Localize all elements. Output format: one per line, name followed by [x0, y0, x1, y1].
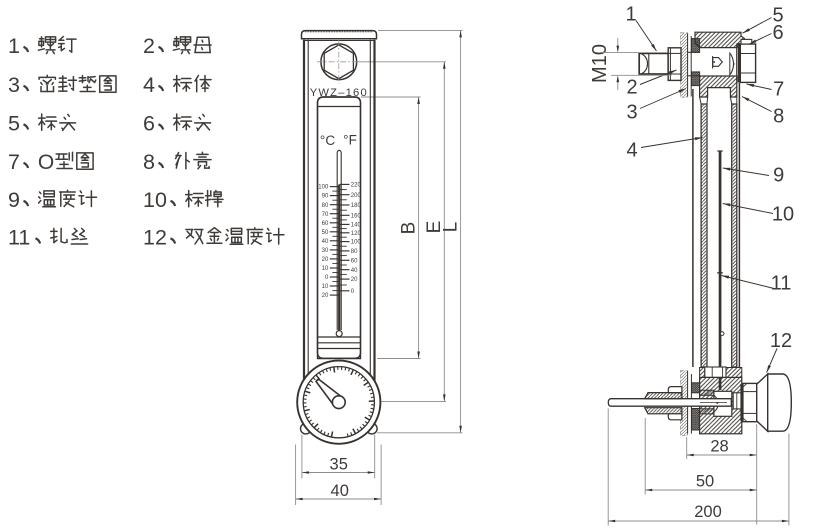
svg-text:28: 28: [710, 438, 728, 456]
svg-text:90: 90: [322, 194, 329, 200]
svg-text:220: 220: [351, 183, 362, 189]
svg-text:2: 2: [626, 76, 637, 98]
svg-text:9: 9: [773, 164, 784, 186]
svg-text:200: 200: [694, 503, 722, 521]
svg-text:YWZ–160: YWZ–160: [310, 87, 368, 99]
svg-text:2: 2: [143, 34, 155, 58]
svg-text:11: 11: [8, 225, 30, 249]
svg-text:5: 5: [772, 4, 783, 26]
svg-text:100: 100: [351, 240, 362, 246]
svg-text:6: 6: [143, 111, 155, 135]
svg-text:20: 20: [322, 257, 329, 263]
svg-text:70: 70: [322, 212, 329, 218]
svg-text:3: 3: [8, 73, 20, 97]
svg-text:40: 40: [322, 239, 329, 245]
svg-text:120: 120: [351, 231, 362, 237]
svg-text:0: 0: [351, 289, 355, 295]
svg-text:°C: °C: [320, 133, 335, 148]
svg-text:7: 7: [8, 150, 20, 174]
svg-text:9: 9: [8, 188, 20, 212]
svg-text:8: 8: [773, 105, 784, 127]
svg-text:10: 10: [322, 284, 329, 290]
svg-text:O: O: [38, 151, 54, 174]
svg-text:3: 3: [626, 101, 637, 123]
svg-text:30: 30: [322, 248, 329, 254]
svg-text:60: 60: [322, 221, 329, 227]
svg-text:10: 10: [322, 266, 329, 272]
svg-text:1: 1: [8, 34, 20, 58]
svg-text:35: 35: [330, 456, 348, 474]
svg-text:40: 40: [331, 482, 349, 500]
svg-text:4: 4: [626, 139, 637, 161]
svg-text:7: 7: [773, 78, 784, 100]
svg-text:20: 20: [322, 293, 329, 299]
svg-text:L: L: [441, 222, 462, 233]
svg-text:140: 140: [351, 223, 362, 229]
svg-text:12: 12: [143, 225, 167, 249]
svg-text:80: 80: [351, 249, 358, 255]
svg-text:11: 11: [771, 272, 792, 294]
svg-text:6: 6: [772, 22, 783, 44]
svg-text:M10: M10: [589, 44, 611, 83]
svg-text:°F: °F: [343, 133, 357, 148]
svg-text:E: E: [424, 221, 445, 234]
svg-text:12: 12: [770, 330, 792, 352]
svg-text:1: 1: [625, 3, 636, 25]
svg-text:8: 8: [143, 150, 155, 174]
svg-text:40: 40: [351, 268, 358, 274]
svg-text:20: 20: [351, 277, 358, 283]
svg-text:180: 180: [351, 203, 362, 209]
svg-text:80: 80: [322, 203, 329, 209]
svg-text:100: 100: [318, 185, 329, 191]
svg-text:0: 0: [325, 275, 329, 281]
svg-text:4: 4: [143, 73, 155, 97]
svg-text:200: 200: [351, 193, 362, 199]
svg-text:10: 10: [772, 203, 794, 225]
svg-text:10: 10: [143, 188, 167, 212]
svg-text:B: B: [399, 222, 420, 235]
svg-text:50: 50: [322, 230, 329, 236]
svg-text:50: 50: [696, 473, 714, 491]
svg-text:160: 160: [351, 213, 362, 219]
svg-text:5: 5: [8, 111, 20, 135]
svg-text:60: 60: [351, 258, 358, 264]
